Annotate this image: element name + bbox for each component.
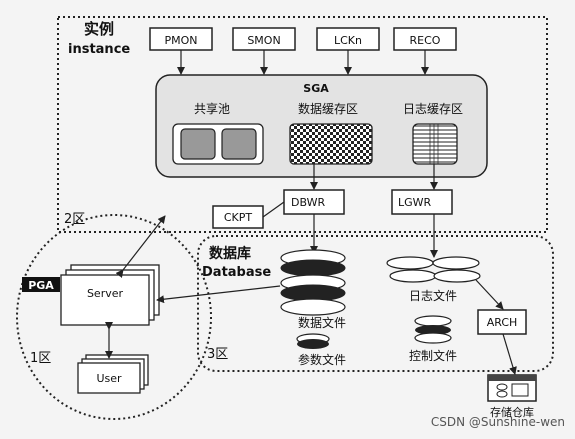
zone-1-label: 1区: [30, 351, 51, 366]
shared-pool-label: 共享池: [194, 101, 230, 116]
control-files: [414, 315, 452, 344]
database-boundary: [197, 235, 554, 372]
data-files-label: 数据文件: [298, 315, 346, 330]
process-smon: SMON: [232, 27, 296, 51]
arrow-arch-archive: [502, 333, 517, 375]
arrow-logfiles-arch: [475, 279, 504, 310]
shared-pool: [172, 123, 264, 165]
instance-boundary: [57, 16, 548, 233]
process-pmon-label: PMON: [164, 34, 197, 47]
log-files: [386, 256, 481, 283]
server-stack: [60, 264, 160, 326]
log-buffer-label: 日志缓存区: [403, 102, 463, 116]
param-files: [296, 333, 330, 349]
archive-label: 存储仓库: [490, 405, 534, 419]
archive-storage: [487, 374, 537, 402]
lgwr-process: LGWR: [391, 189, 453, 215]
zone-3-label: 3区: [207, 347, 228, 362]
connector-ckpt-dbwr: [262, 201, 285, 218]
ckpt-process: CKPT: [212, 205, 264, 229]
arch-process: ARCH: [477, 309, 527, 335]
buffer-cache-label: 数据缓存区: [298, 101, 358, 116]
buffer-cache: [289, 123, 373, 165]
instance-title-en: instance: [68, 42, 130, 57]
control-files-label: 控制文件: [409, 348, 457, 363]
process-reco: RECO: [393, 27, 457, 51]
param-files-label: 参数文件: [298, 352, 346, 367]
user-stack: [77, 354, 149, 394]
server-label: Server: [87, 287, 124, 300]
zone-2-label: 2区: [64, 212, 85, 227]
sga-title: SGA: [303, 82, 329, 95]
zone-1-boundary: [16, 214, 212, 420]
database-title-en: Database: [202, 265, 271, 280]
database-title-cn: 数据库: [209, 245, 251, 262]
log-buffer: [412, 123, 458, 165]
process-smon-label: SMON: [247, 34, 280, 47]
arrow-server-instance: [115, 215, 166, 278]
dbwr-process: DBWR: [283, 189, 345, 215]
user-label: User: [96, 372, 122, 385]
process-lckn: LCKn: [316, 27, 380, 51]
pga-tag: [22, 277, 60, 292]
watermark: CSDN @Sunshine-wen: [431, 415, 565, 429]
dbwr-label: DBWR: [291, 196, 326, 209]
instance-title-cn: 实例: [84, 20, 114, 38]
data-files-stack: [280, 249, 346, 316]
process-pmon: PMON: [149, 27, 213, 51]
pga-label: PGA: [28, 279, 54, 292]
arrow-datafiles-server: [156, 285, 281, 304]
arch-label: ARCH: [487, 316, 518, 329]
ckpt-label: CKPT: [224, 211, 253, 224]
log-files-label: 日志文件: [409, 288, 457, 303]
lgwr-label: LGWR: [398, 196, 432, 209]
process-lckn-label: LCKn: [334, 34, 362, 47]
process-reco-label: RECO: [410, 34, 441, 47]
